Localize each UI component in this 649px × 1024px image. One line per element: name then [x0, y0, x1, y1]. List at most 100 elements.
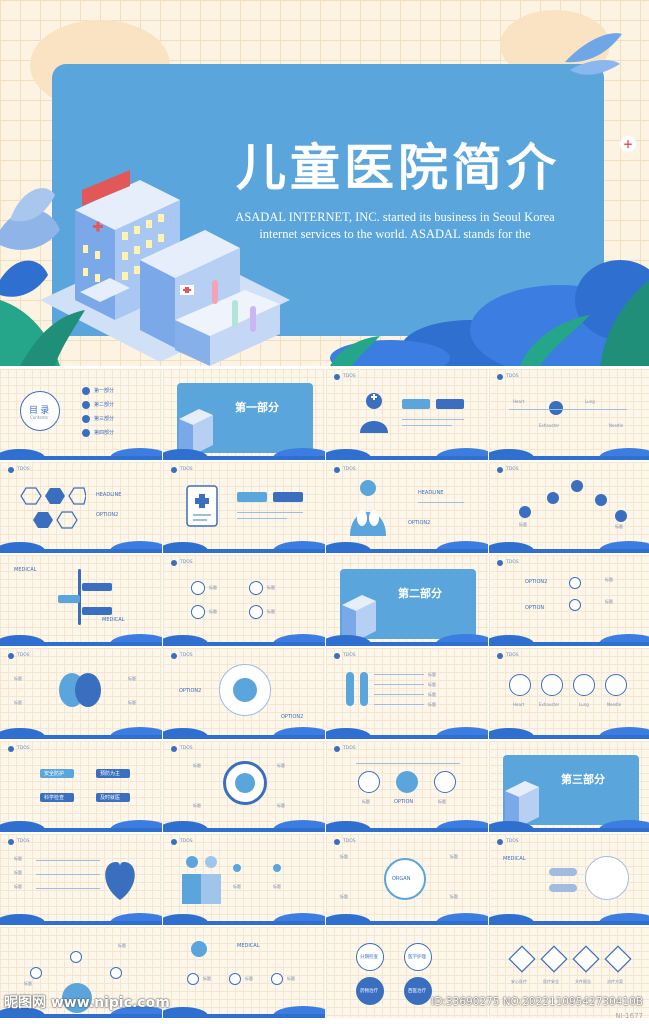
slide-thumb-brain[interactable]: TDOS 标题 标题 标题 标题 — [0, 648, 162, 739]
logo-dot-icon — [171, 745, 177, 752]
label-title: 标题 — [118, 943, 126, 948]
slide-thumb-organs[interactable]: TDOS Heart Lung Exhauster Needle — [489, 369, 649, 460]
text-line — [402, 419, 464, 420]
slide-thumb-cross-ring[interactable]: TDOS 标题 标题 标题 标题 — [163, 741, 325, 832]
logo-dot-icon — [8, 466, 14, 473]
slide-thumb-part2[interactable]: 第二部分 — [326, 555, 488, 646]
connector-line — [356, 763, 460, 764]
foliage-icon — [326, 727, 488, 739]
label-title: 标题 — [14, 700, 22, 705]
brain-icon — [59, 673, 101, 707]
label-medical: MEDICAL — [503, 856, 526, 862]
slide-thumb-heart-anatomy[interactable]: TDOS 标题 标题 标题 — [0, 834, 162, 925]
foliage-icon — [489, 448, 649, 460]
foliage-icon — [326, 913, 488, 925]
sign-board — [58, 595, 80, 603]
slide-thumb-toc[interactable]: 目 录 Contents 第一部分 第二部分 第三部分 第四部分 — [0, 369, 162, 460]
slide-thumb-kidney[interactable]: TDOS 标题 标题 标题 标题 — [326, 648, 488, 739]
hex-icon — [569, 577, 581, 589]
bubble — [356, 943, 384, 971]
slide-thumb-lungs[interactable]: TDOS HEADLINE OPTION2 — [326, 462, 488, 553]
slide-bar-text: TDOS — [506, 374, 519, 379]
foliage-icon — [326, 541, 488, 553]
logo-dot-icon — [171, 466, 177, 473]
label-title: 标题 — [193, 803, 201, 808]
logo-dot-icon — [334, 373, 340, 380]
foliage-icon — [489, 820, 649, 832]
slide-thumb-hexagons[interactable]: TDOS HEADLINE OPTION2 — [0, 462, 162, 553]
slide-bar-text: TDOS — [17, 653, 30, 658]
watermark-logo: 昵图网 www.nipic.com — [4, 995, 170, 1011]
slide-thumb-people[interactable]: TDOS 标题 标题 — [163, 834, 325, 925]
foliage-icon — [163, 448, 325, 460]
slide-thumb-network[interactable]: 标题 标题 — [0, 927, 162, 1018]
slide-bar-text: TDOS — [506, 560, 519, 565]
label-title: 标题 — [24, 981, 32, 986]
foliage-icon — [163, 1006, 325, 1018]
logo-dot-icon — [8, 652, 14, 659]
slide-thumb-heart-ring[interactable]: TDOS OPTION2 OPTION2 — [163, 648, 325, 739]
organ-circle — [605, 674, 627, 696]
logo-dot-icon — [334, 466, 340, 473]
box-text: 科学检查 — [44, 795, 65, 801]
organ-circle — [541, 674, 563, 696]
label-title: 标题 — [605, 577, 613, 582]
label-title: 标题 — [267, 585, 275, 590]
connector-line — [36, 888, 100, 889]
slide-thumb-four-icons[interactable]: TDOS 标题 标题 标题 标题 — [163, 555, 325, 646]
label-needle: Needle — [609, 423, 624, 428]
logo-dot-icon — [334, 652, 340, 659]
label-box — [40, 769, 74, 778]
slide-thumb-diamonds[interactable]: 安心医疗 医疗安全 文件报告 治疗方案 — [489, 927, 649, 1018]
medical-icon — [519, 506, 531, 518]
label-medical: MEDICAL — [14, 567, 37, 573]
headline-box — [237, 492, 267, 502]
cover-subtitle-line2: internet services to the world. ASADAL s… — [259, 227, 531, 241]
slide-thumb-medical-pills[interactable]: TDOS MEDICAL — [489, 834, 649, 925]
bubble-text: 医学护理 — [408, 955, 426, 960]
slide-thumb-ecg[interactable]: MEDICAL 标题 标题 标题 — [163, 927, 325, 1018]
slide-thumb-icons-circle[interactable]: TDOS 标题 标题 — [489, 462, 649, 553]
slide-thumb-part1[interactable]: 第一部分 — [163, 369, 325, 460]
foliage-icon — [326, 634, 488, 646]
logo-dot-icon — [171, 652, 177, 659]
label-title: 标题 — [209, 609, 217, 614]
label-title: 标题 — [428, 702, 436, 707]
slide-thumb-signpost[interactable]: MEDICAL MEDICAL — [0, 555, 162, 646]
slide-bar-text: TDOS — [17, 746, 30, 751]
bubble-text: 西医治疗 — [408, 989, 426, 994]
organ-icon — [346, 672, 354, 706]
node-circle — [30, 967, 42, 979]
slide-thumb-organ-ring[interactable]: TDOS ORGAN 标题 标题 标题 标题 — [326, 834, 488, 925]
icon-circle — [187, 973, 199, 985]
sign-board — [82, 583, 112, 591]
connector-line — [36, 860, 100, 861]
foliage-icon — [0, 1006, 162, 1018]
sign-board — [82, 607, 112, 615]
logo-dot-icon — [497, 652, 503, 659]
bubble-text: 药物治疗 — [360, 989, 378, 994]
label-title: 标题 — [245, 976, 253, 981]
body-lungs-icon — [350, 480, 386, 536]
label-box — [96, 793, 130, 802]
medical-icon — [571, 480, 583, 492]
slide-thumb-clipboard[interactable]: TDOS — [163, 462, 325, 553]
hospital-building-icon — [342, 595, 376, 641]
foliage-icon — [0, 448, 162, 460]
label-title: 标题 — [14, 870, 22, 875]
slide-bar-text: TDOS — [343, 467, 356, 472]
label-heart: Heart — [513, 702, 525, 707]
slide-thumb-part3[interactable]: 第三部分 — [489, 741, 649, 832]
slide-thumb-organ-circles[interactable]: TDOS Heart Exhauster Lung Needle — [489, 648, 649, 739]
slide-thumb-bubbles[interactable]: 分期检查 医学护理 药物治疗 西医治疗 — [326, 927, 488, 1018]
label-title: 标题 — [287, 976, 295, 981]
slide-bar-text: TDOS — [180, 839, 193, 844]
slide-thumb-doctor[interactable]: TDOS — [326, 369, 488, 460]
medical-icon — [595, 494, 607, 506]
connector-line — [374, 704, 424, 705]
slide-thumb-three-circles[interactable]: TDOS 标题 OPTION 标题 — [326, 741, 488, 832]
slide-thumb-options[interactable]: TDOS OPTION2 OPTION 标题 标题 — [489, 555, 649, 646]
slide-thumb-buttons[interactable]: TDOS 安全防护 预防为主 科学检查 及时就医 — [0, 741, 162, 832]
label-option2: OPTION2 — [96, 512, 119, 518]
watermark-corner: NI-1677 — [615, 1012, 643, 1020]
